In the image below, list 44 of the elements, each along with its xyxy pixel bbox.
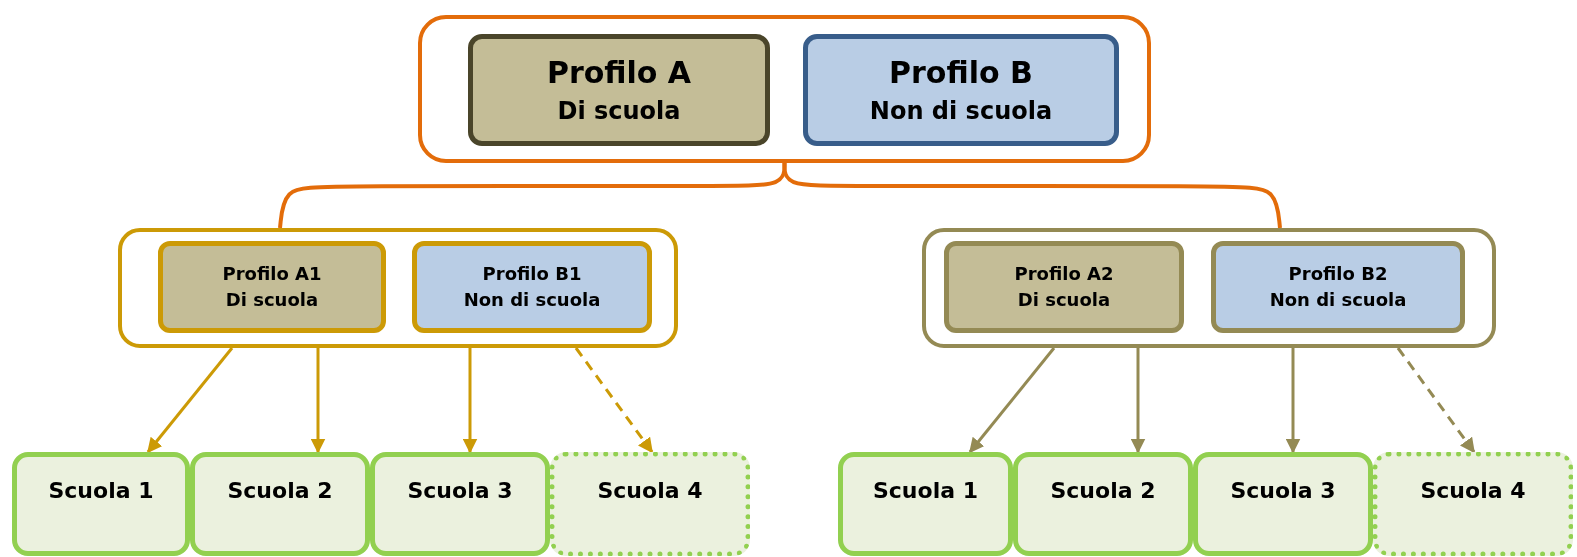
school-box <box>370 452 550 556</box>
box-label: Scuola 4 <box>597 477 703 505</box>
box-subtitle: Non di scuola <box>1269 288 1407 312</box>
school-box <box>12 452 190 556</box>
profile-box <box>803 34 1119 146</box>
profile-box <box>468 34 770 146</box>
box-label: Scuola 1 <box>873 477 978 505</box>
arrow <box>1396 347 1476 454</box>
arrow <box>1130 348 1146 454</box>
profile-box <box>1211 241 1465 333</box>
profile-box <box>944 241 1184 333</box>
box-label: Scuola 3 <box>1230 477 1336 505</box>
box-title: Profilo A <box>546 53 692 92</box>
school-box <box>550 452 750 556</box>
school-box <box>838 452 1013 556</box>
arrow <box>310 348 326 454</box>
box-label: Scuola 2 <box>1050 477 1156 505</box>
arrow <box>968 347 1056 454</box>
box-subtitle: Non di scuola <box>869 96 1053 128</box>
box-title: Profilo B <box>889 53 1033 92</box>
box-title: Profilo B1 <box>482 261 582 286</box>
profile-box <box>158 241 386 333</box>
box-label: Scuola 4 <box>1420 477 1526 505</box>
arrow <box>462 348 478 454</box>
box-label: Scuola 1 <box>48 477 154 505</box>
arrow <box>1285 348 1301 454</box>
box-label: Scuola 3 <box>407 477 513 505</box>
box-label: Scuola 2 <box>227 477 333 505</box>
group-frame <box>922 228 1496 348</box>
school-box <box>1373 452 1573 556</box>
brace-connector <box>782 163 1282 229</box>
group-frame <box>418 15 1151 163</box>
box-title: Profilo A2 <box>1014 261 1114 286</box>
box-title: Profilo A1 <box>222 261 322 286</box>
arrow <box>146 347 234 454</box>
school-box <box>1193 452 1373 556</box>
box-subtitle: Non di scuola <box>463 288 601 312</box>
box-title: Profilo B2 <box>1288 261 1388 286</box>
box-subtitle: Di scuola <box>557 96 681 128</box>
box-subtitle: Di scuola <box>225 288 319 312</box>
profile-box <box>412 241 652 333</box>
group-frame <box>118 228 678 348</box>
box-subtitle: Di scuola <box>1017 288 1111 312</box>
arrow <box>574 347 654 454</box>
